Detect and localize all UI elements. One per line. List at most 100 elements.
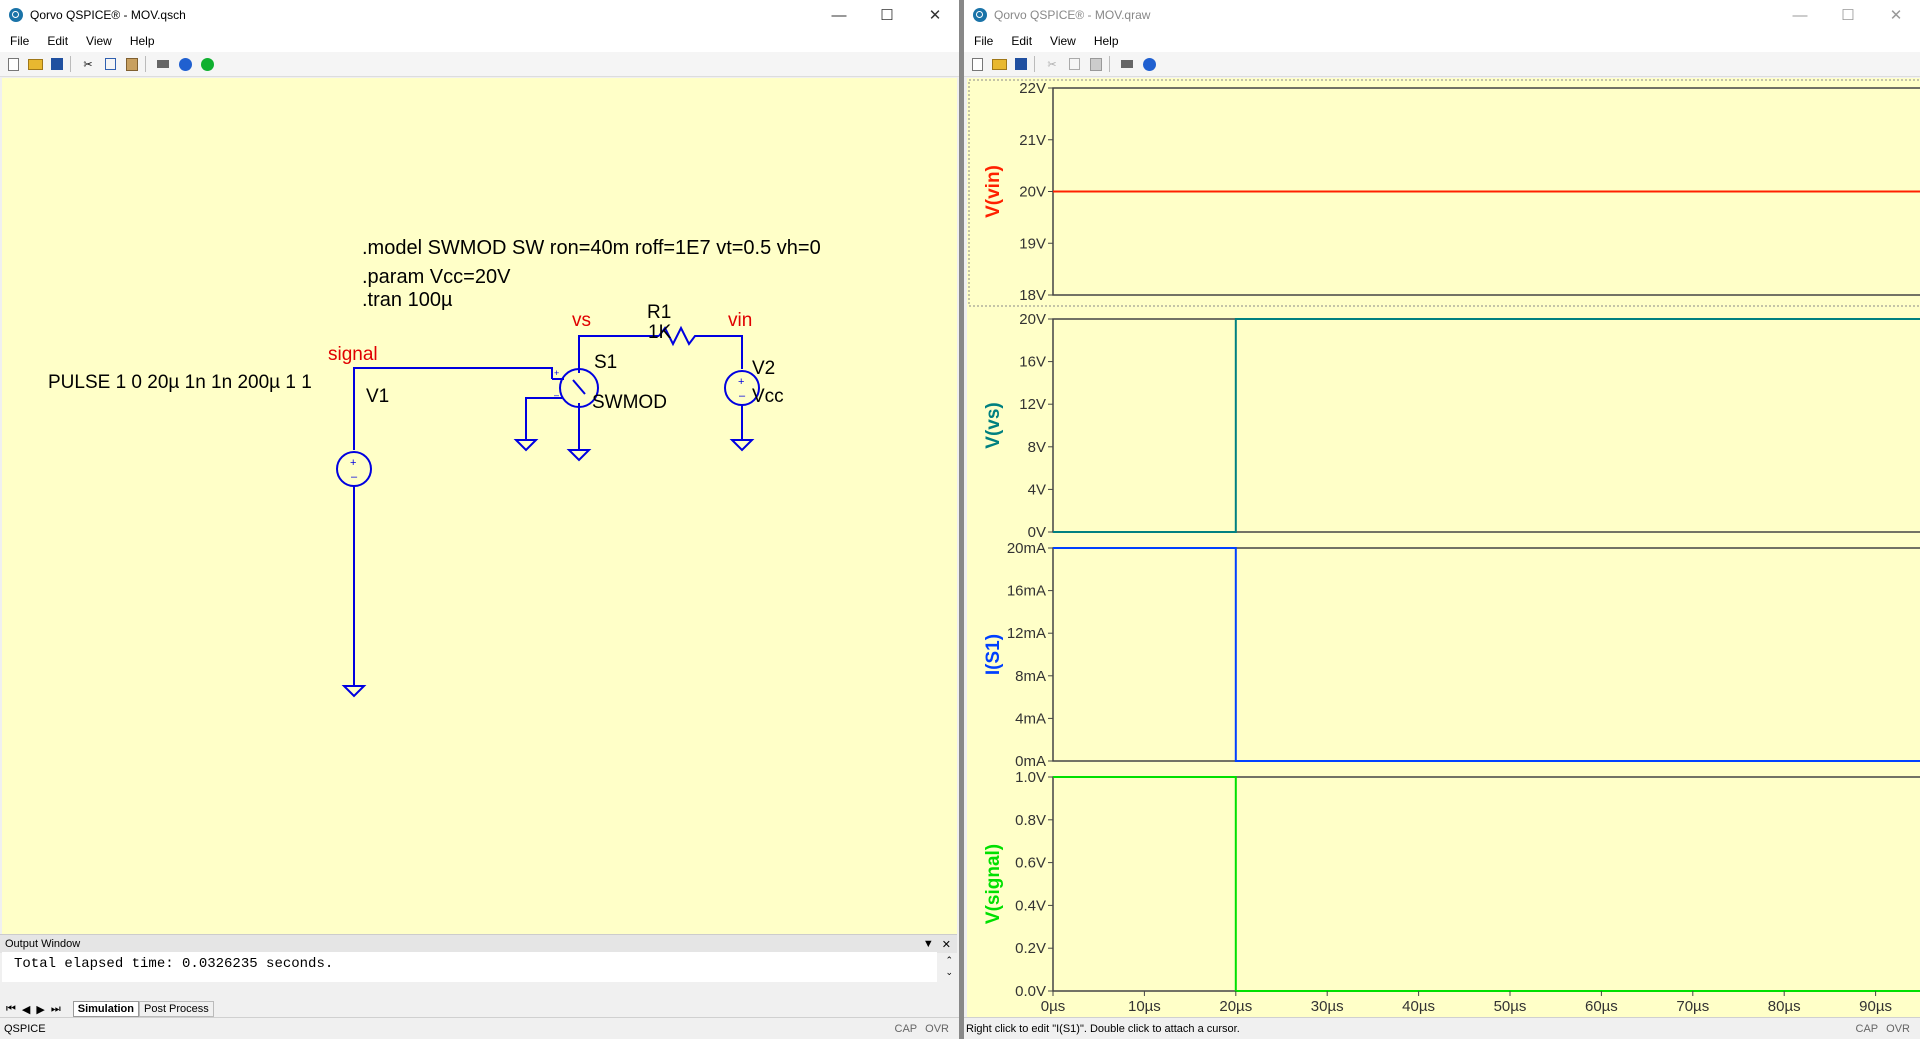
x-tick-label: 30µs [1311,998,1344,1015]
y-tick-label: 0mA [1015,753,1046,770]
waveform-titlebar[interactable]: Qorvo QSPICE® - MOV.qraw — ☐ ✕ [964,0,1920,30]
y-tick-label: 0.6V [1015,855,1046,872]
new-file-icon[interactable] [968,55,986,73]
v1-name[interactable]: V1 [366,386,390,407]
menu-file[interactable]: File [10,34,30,48]
v1-value[interactable]: PULSE 1 0 20µ 1n 1n 200µ 1 1 [48,372,312,393]
y-tick-label: 0V [1028,524,1046,541]
tab-simulation[interactable]: Simulation [72,1001,139,1017]
y-tick-label: 19V [1019,235,1046,252]
cut-icon[interactable]: ✂ [1047,58,1057,71]
window-title: Qorvo QSPICE® - MOV.qsch [30,8,186,22]
net-label-vin[interactable]: vin [728,310,753,331]
run-simulation-icon[interactable] [198,55,216,73]
r1-name[interactable]: R1 [647,302,672,323]
cut-icon[interactable]: ✂ [83,58,93,71]
toolbar-separator [145,56,146,72]
tab-nav-next-icon[interactable]: ▶ [36,1003,45,1016]
menu-edit[interactable]: Edit [47,34,69,48]
print-icon[interactable] [1118,55,1136,73]
y-tick-label: 4V [1028,481,1046,498]
tab-nav-last-icon[interactable]: ⏭ [50,1002,61,1015]
status-bar: QSPICE CAP OVR [0,1017,959,1039]
s1-name[interactable]: S1 [594,352,618,373]
toolbar-separator [1034,56,1035,72]
menu-file[interactable]: File [974,34,994,48]
menu-view[interactable]: View [86,34,112,48]
close-icon[interactable]: ✕ [1889,7,1903,24]
new-file-icon[interactable] [4,55,22,73]
maximize-icon[interactable]: ☐ [880,7,894,24]
tran-directive[interactable]: .tran 100µ [362,289,453,311]
minimize-icon[interactable]: — [831,6,847,24]
close-panel-icon[interactable]: ✕ [941,938,951,951]
menu-help[interactable]: Help [129,34,155,48]
copy-icon[interactable] [101,55,119,73]
y-tick-label: 20mA [1007,540,1046,557]
status-cap: CAP [894,1022,918,1035]
trace-label: V(signal) [983,844,1004,924]
resistor-r1 [658,325,743,369]
r1-value[interactable]: 1K [648,322,672,343]
status-bar: Right click to edit "I(S1)". Double clic… [964,1017,1920,1039]
selected-pane-outline [968,79,1920,307]
output-window-header: Output Window ▼ ✕ [0,934,957,953]
output-text-area[interactable]: Total elapsed time: 0.0326235 seconds. [2,952,937,982]
tab-nav-first-icon[interactable]: ⏮ [6,1002,16,1015]
y-tick-label: 20V [1019,311,1046,328]
maximize-icon[interactable]: ☐ [1841,7,1855,24]
v2-minus: – [739,390,746,402]
y-tick-label: 12V [1019,396,1046,413]
ground-icon [566,449,592,462]
schematic-window: Qorvo QSPICE® - MOV.qsch — ☐ ✕ File Edit… [0,0,959,1039]
trace-label: V(vs) [983,402,1004,448]
copy-icon[interactable] [1065,55,1083,73]
param-directive[interactable]: .param Vcc=20V [362,266,511,288]
y-tick-label: 21V [1019,132,1046,149]
open-folder-icon[interactable] [990,55,1008,73]
net-label-vs[interactable]: vs [572,310,591,331]
plot-pane-frame [1052,547,1920,762]
output-scroll-buttons[interactable]: ⌃⌄ [945,955,953,977]
open-folder-icon[interactable] [26,55,44,73]
y-tick-label: 16V [1019,354,1046,371]
schematic-drawing: + – + – + – [336,325,760,698]
save-icon[interactable] [1012,55,1030,73]
wire-signal [353,367,553,450]
x-tick-label: 50µs [1494,998,1527,1015]
dropdown-icon[interactable]: ▼ [922,938,934,950]
tab-post-process[interactable]: Post Process [138,1001,214,1017]
print-icon[interactable] [154,55,172,73]
waveform-plots[interactable]: 18V19V20V21V22VV(vin)0V4V8V12V16V20VV(vs… [967,78,1920,1018]
menubar: File Edit View Help [0,30,959,52]
y-tick-label: 8V [1028,439,1046,456]
plot-pane-frame [1052,776,1920,992]
s1-model[interactable]: SWMOD [592,392,667,413]
schematic-canvas[interactable]: + – + – + – .model SWMOD SW ron=40m roff… [2,78,957,934]
y-tick-label: 20V [1019,184,1046,201]
minimize-icon[interactable]: — [1792,6,1808,24]
y-tick-label: 4mA [1015,710,1046,727]
y-tick-label: 18V [1019,287,1046,304]
help-icon[interactable] [1140,55,1158,73]
help-icon[interactable] [176,55,194,73]
y-tick-label: 0.4V [1015,897,1046,914]
save-icon[interactable] [48,55,66,73]
menu-help[interactable]: Help [1093,34,1119,48]
y-tick-label: 22V [1019,80,1046,97]
schematic-titlebar[interactable]: Qorvo QSPICE® - MOV.qsch — ☐ ✕ [0,0,959,30]
net-label-signal[interactable]: signal [328,344,378,365]
menu-view[interactable]: View [1050,34,1076,48]
v2-plus: + [738,376,744,388]
v2-name[interactable]: V2 [752,358,776,379]
model-directive[interactable]: .model SWMOD SW ron=40m roff=1E7 vt=0.5 … [362,237,821,259]
paste-icon[interactable] [123,55,141,73]
menu-edit[interactable]: Edit [1011,34,1033,48]
paste-icon[interactable] [1087,55,1105,73]
v2-value[interactable]: Vcc [752,386,784,407]
close-icon[interactable]: ✕ [928,7,942,24]
trace-label: I(S1) [983,634,1004,675]
tab-nav-prev-icon[interactable]: ◀ [21,1003,31,1016]
x-tick-label: 20µs [1219,998,1252,1015]
